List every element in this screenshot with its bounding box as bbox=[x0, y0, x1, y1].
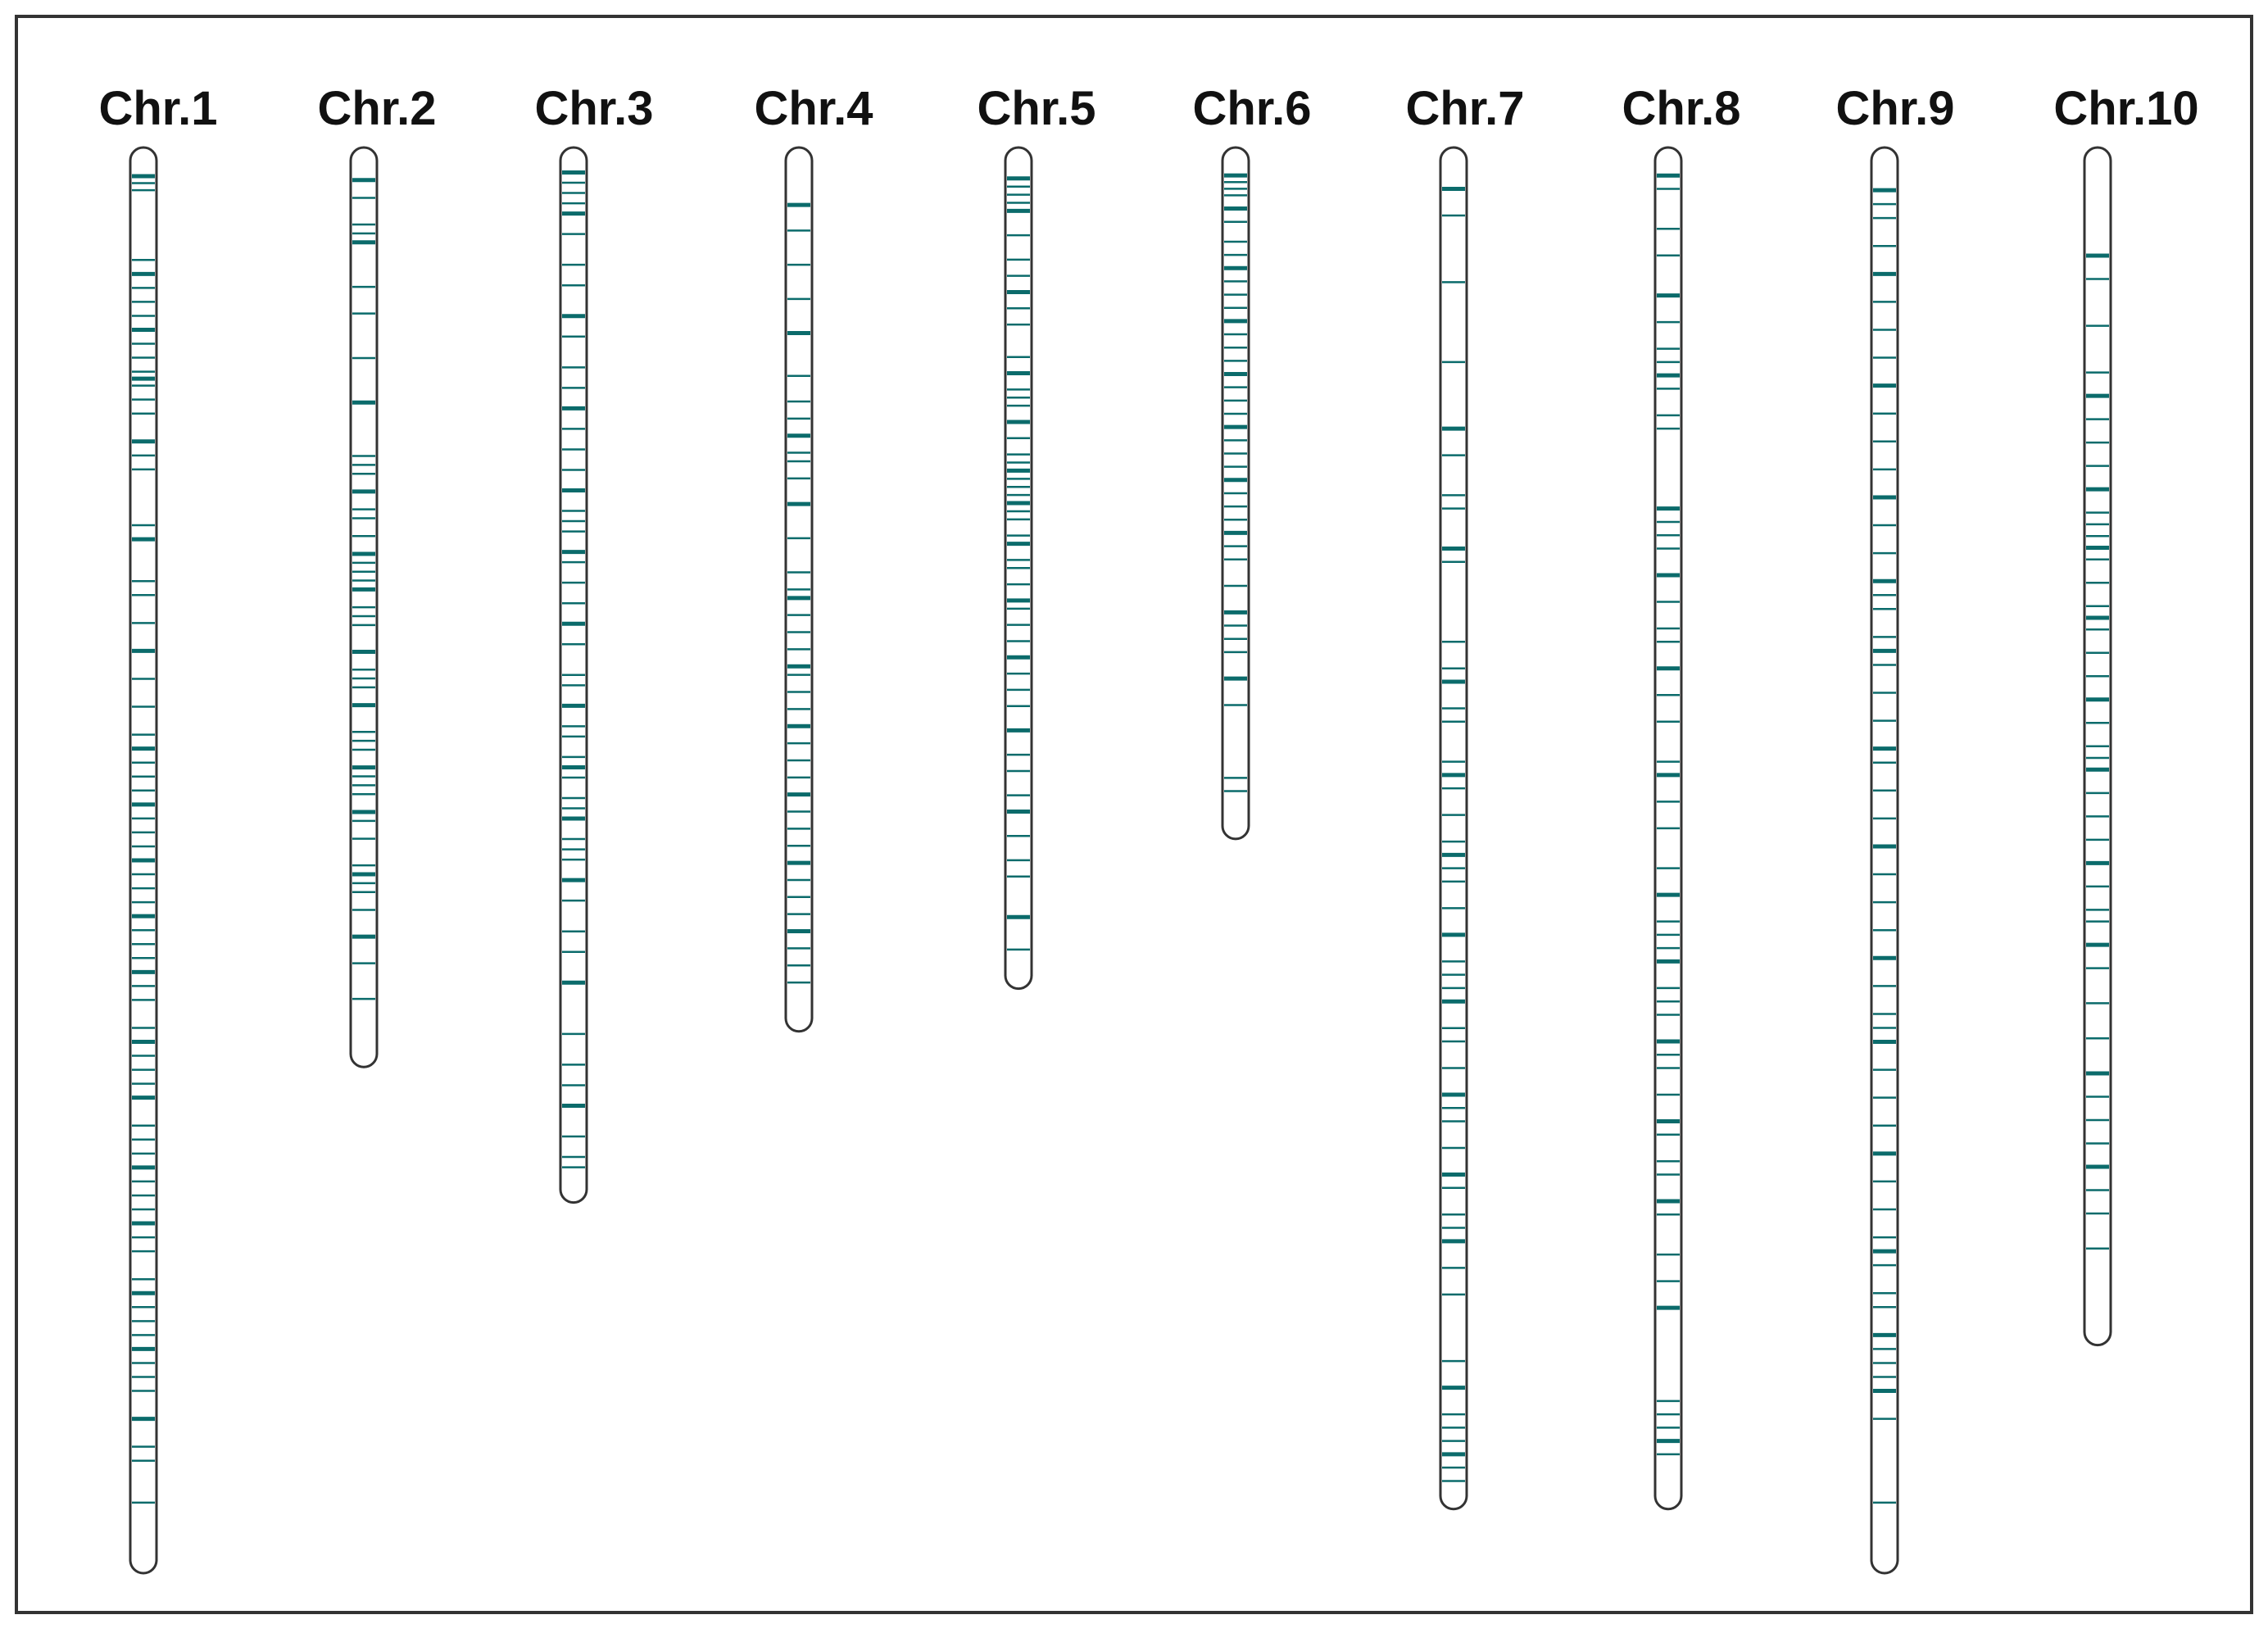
chromosome-5: Chr.5 bbox=[977, 82, 1096, 991]
chromosome-label: Chr.1 bbox=[98, 82, 217, 135]
chromosome-label: Chr.6 bbox=[1192, 82, 1311, 135]
chromosome-3: Chr.3 bbox=[534, 82, 654, 1204]
chromosome-body bbox=[1439, 146, 1468, 1511]
chromosome-4: Chr.4 bbox=[754, 82, 873, 1033]
chromosome-2: Chr.2 bbox=[317, 82, 437, 1068]
chromosome-label: Chr.3 bbox=[534, 82, 653, 135]
chromosome-label: Chr.10 bbox=[2053, 82, 2198, 135]
chromosome-label: Chr.7 bbox=[1405, 82, 1524, 135]
chromosome-10: Chr.10 bbox=[2053, 82, 2199, 1347]
chromosome-7: Chr.7 bbox=[1405, 82, 1525, 1511]
chromosome-label: Chr.9 bbox=[1835, 82, 1954, 135]
chromosome-9: Chr.9 bbox=[1835, 82, 1955, 1575]
chromosome-body bbox=[1870, 146, 1899, 1575]
chromosome-6: Chr.6 bbox=[1192, 82, 1312, 841]
chromosome-label: Chr.4 bbox=[754, 82, 873, 135]
chromosome-1: Chr.1 bbox=[98, 82, 218, 1575]
chromosome-label: Chr.8 bbox=[1622, 82, 1740, 135]
chromosome-label: Chr.2 bbox=[317, 82, 436, 135]
chromosome-8: Chr.8 bbox=[1622, 82, 1741, 1511]
chromosome-label: Chr.5 bbox=[977, 82, 1095, 135]
